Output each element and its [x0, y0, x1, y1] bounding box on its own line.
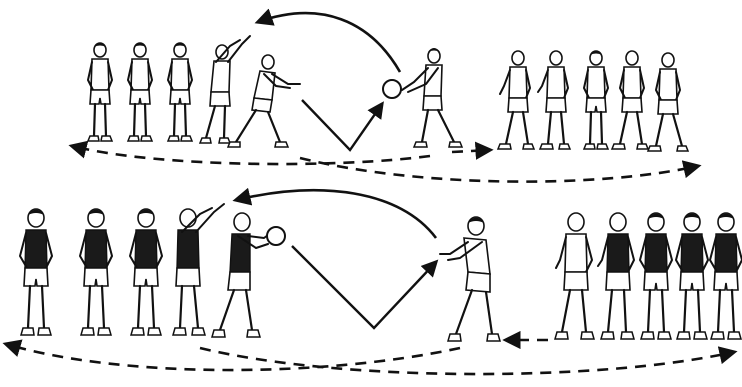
- pass-arrow: [258, 13, 400, 72]
- pass-arrow: [236, 190, 436, 238]
- player-figure: [130, 209, 162, 335]
- player-figure: [88, 43, 112, 142]
- movement-arrow-right: [300, 158, 698, 182]
- movement-arrow-short: [452, 150, 490, 152]
- player-figure: [80, 209, 112, 335]
- player-figure: [676, 213, 708, 339]
- player-figure: [640, 213, 672, 339]
- top-left-column: [88, 36, 300, 147]
- bottom-row: [6, 190, 742, 374]
- movement-arrow-left: [6, 344, 460, 370]
- top-right-column: [498, 51, 688, 152]
- player-figure-arms-raised: [173, 204, 224, 335]
- player-figure: [168, 43, 192, 142]
- player-figure-holding-ball: [212, 213, 272, 337]
- player-figure: [710, 213, 742, 339]
- bottom-right-column: [555, 213, 742, 339]
- player-figure: [648, 53, 688, 151]
- ball-icon: [383, 80, 401, 98]
- bottom-receiver-figure: [440, 217, 500, 341]
- bottom-left-column: [20, 204, 285, 337]
- player-figure: [538, 51, 570, 149]
- player-figure: [498, 51, 534, 149]
- player-figure: [128, 43, 152, 142]
- bounce-pass-arrow: [292, 246, 436, 328]
- player-figure: [598, 213, 634, 339]
- player-figure-arms-raised: [200, 36, 250, 143]
- player-figure: [20, 209, 52, 335]
- bounce-pass-arrow: [302, 100, 382, 150]
- player-figure: [555, 213, 594, 339]
- player-figure: [584, 51, 608, 150]
- top-row: [72, 13, 698, 181]
- ball-icon: [267, 227, 285, 245]
- top-passer-figure: [402, 48, 462, 147]
- player-figure: [612, 51, 648, 149]
- player-figure-receiving: [228, 55, 300, 147]
- movement-arrow-left: [72, 146, 430, 164]
